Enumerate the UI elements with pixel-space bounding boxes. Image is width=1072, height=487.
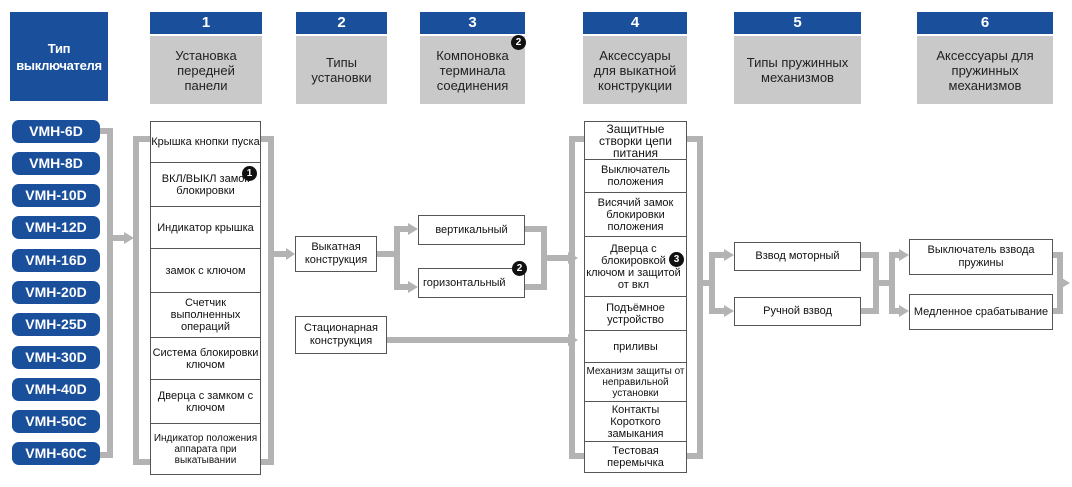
breaker-type-pill: VMH-12D [12,216,100,239]
list-item-label: приливы [613,340,658,353]
step-3-number: 3 [420,12,525,34]
list-item: Дверца с замком с ключом [151,380,260,424]
motor-charging-box: Взвод моторный [734,242,861,271]
breaker-type-pill: VMH-8D [12,152,100,175]
breaker-type-pill: VMH-40D [12,378,100,401]
step-5-label: Типы пружинных механизмов [734,36,861,104]
list-item: Индикатор крышка [151,207,260,249]
step-6-label: Аксессуары для пружинных механизмов [917,36,1053,104]
slow-operation-box: Медленное срабатывание [909,294,1053,330]
footnote-badge: 2 [512,261,527,276]
step-4-number: 4 [583,12,687,34]
list-item: Индикатор положения аппарата при выкатыв… [151,424,260,474]
list-item-label: Контакты Короткого замыкания [607,403,664,440]
list-item-label: Крышка кнопки пуска [151,136,260,148]
footnote-badge: 3 [669,252,684,267]
step-1-number: 1 [150,12,262,34]
list-item: Тестовая перемычка [585,442,686,472]
list-item-label: замок с ключом [165,264,246,277]
breaker-type-pill: VMH-60C [12,442,100,465]
list-item: замок с ключом [151,249,260,293]
list-item: Счетчик выполненных операций [151,293,260,338]
list-item: Выключатель положения [585,160,686,193]
list-item-label: Выключатель положения [600,164,671,188]
fixed-design-box: Стационарная конструкция [295,316,387,354]
list-item-label: Висячий замок блокировки положения [597,196,674,233]
step-6-number: 6 [917,12,1053,34]
breaker-type-pill: VMH-16D [12,249,100,272]
step-2-number: 2 [296,12,387,34]
list-item: приливы [585,331,686,363]
list-item-label: Дверца с блокировкой ключом и защитой от… [586,242,681,291]
list-item-label: Счетчик выполненных операций [170,297,241,333]
list-item-label: Индикатор положения аппарата при выкатыв… [153,432,258,466]
list-item-label: ВКЛ/ВЫКЛ замок блокировки [161,172,250,197]
breaker-type-pill: VMH-30D [12,346,100,369]
step-3-footnote-badge: 2 [511,35,526,50]
list-item-label: Индикатор крышка [157,221,254,234]
list-item: Защитные створки цепи питания [585,122,686,160]
list-item-label: Тестовая перемычка [607,445,664,469]
vertical-terminal-box: вертикальный [418,215,525,245]
breaker-type-pill: VMH-6D [12,120,100,143]
list-item-label: Защитные створки цепи питания [599,121,672,160]
list-item-label: Подъёмное устройство [606,301,665,326]
list-item: Подъёмное устройство [585,297,686,331]
step-1-label: Установка передней панели [150,36,262,104]
step-4-label: Аксессуары для выкатной конструкции [583,36,687,104]
breaker-type-pill: VMH-25D [12,313,100,336]
step-5-number: 5 [734,12,861,34]
manual-charging-box: Ручной взвод [734,297,861,326]
list-item: Механизм защиты от неправильной установк… [585,363,686,402]
horizontal-terminal-label: горизонтальный [423,276,506,289]
spring-charge-switch-box: Выключатель взвода пружины [909,239,1053,275]
draw-out-design-box: Выкатная конструкция [295,236,377,272]
step-3-label: Компоновка терминала соединения [420,36,525,104]
list-item: Висячий замок блокировки положения [585,193,686,237]
list-item: Система блокировки ключом [151,338,260,380]
front-panel-options-list: Крышка кнопки пуска ВКЛ/ВЫКЛ замок блоки… [150,121,261,475]
horizontal-terminal-box: горизонтальный [418,268,525,298]
footnote-badge: 1 [242,166,257,181]
breaker-type-pill: VMH-50C [12,410,100,433]
list-item-label: Дверца с замком с ключом [157,389,254,414]
list-item: Крышка кнопки пуска [151,122,260,163]
list-item: Дверца с блокировкой ключом и защитой от… [585,237,686,297]
list-item-label: Механизм защиты от неправильной установк… [586,365,685,399]
list-item-label: Система блокировки ключом [152,346,259,371]
breaker-type-pill: VMH-10D [12,184,100,207]
draw-out-accessories-list: Защитные створки цепи питания Выключател… [584,121,687,473]
breaker-type-header: Тип выключателя [10,12,108,101]
list-item: Контакты Короткого замыкания [585,402,686,442]
breaker-type-pill: VMH-20D [12,281,100,304]
step-2-label: Типы установки [296,36,387,104]
